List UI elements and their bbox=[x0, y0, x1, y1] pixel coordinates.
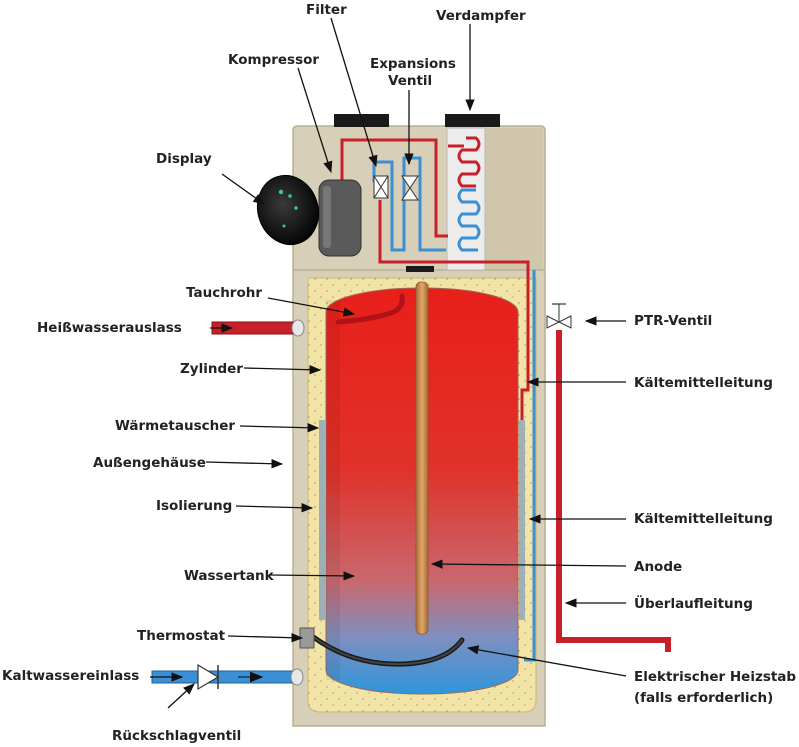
arrow-filter bbox=[330, 17, 378, 168]
refrigerant-circuit bbox=[318, 136, 536, 662]
evaporator-coil-lower bbox=[457, 188, 481, 252]
label-wassertank: Wassertank bbox=[184, 568, 275, 584]
arrow-kompressor bbox=[297, 67, 333, 174]
label-ptr-ventil: PTR-Ventil bbox=[634, 313, 712, 329]
label-rueckschlagventil: Rückschlagventil bbox=[112, 728, 241, 744]
label-heizstab-line2: (falls erforderlich) bbox=[634, 690, 773, 706]
arrow-zylinder bbox=[243, 365, 322, 375]
hot-outlet-fitting bbox=[291, 319, 305, 337]
label-kaeltemittelleitung-top: Kältemittelleitung bbox=[634, 375, 773, 391]
overflow-pipe bbox=[556, 330, 671, 652]
arrow-tauchrohr bbox=[267, 297, 356, 317]
display-led-3 bbox=[294, 206, 298, 210]
label-waermetauscher: Wärmetauscher bbox=[115, 418, 235, 434]
display-led-1 bbox=[278, 189, 284, 195]
label-anode: Anode bbox=[634, 559, 682, 575]
label-display: Display bbox=[156, 151, 212, 167]
cold-water-inlet bbox=[151, 663, 304, 691]
compressor-highlight bbox=[323, 186, 331, 248]
label-zylinder: Zylinder bbox=[180, 361, 243, 377]
coil-left bbox=[319, 420, 325, 620]
anode-rod bbox=[415, 281, 429, 635]
heat-exchanger-coils bbox=[319, 420, 525, 620]
hot-gas-line bbox=[340, 138, 530, 420]
heating-element-inner bbox=[311, 635, 463, 666]
sensor-bar bbox=[406, 266, 434, 272]
evaporator-coil bbox=[457, 136, 481, 188]
label-kaeltemittelleitung-bottom: Kältemittelleitung bbox=[634, 511, 773, 527]
label-ueberlaufleitung: Überlaufleitung bbox=[634, 594, 753, 612]
arrow-display bbox=[221, 173, 265, 205]
coil-right bbox=[519, 420, 525, 620]
top-vent-right bbox=[445, 114, 500, 127]
display-unit bbox=[256, 174, 320, 246]
label-heisswasserauslass: Heißwasserauslass bbox=[37, 320, 182, 336]
display-body bbox=[256, 174, 320, 246]
label-expansions-line1: Expansions bbox=[370, 56, 456, 72]
label-expansions-line2: Ventil bbox=[388, 73, 432, 89]
label-tauchrohr: Tauchrohr bbox=[186, 285, 262, 301]
label-thermostat: Thermostat bbox=[137, 628, 226, 644]
label-verdampfer: Verdampfer bbox=[436, 8, 526, 24]
label-kompressor: Kompressor bbox=[228, 52, 319, 68]
overflow-line bbox=[546, 303, 671, 652]
label-filter: Filter bbox=[306, 2, 347, 18]
ptr-valve bbox=[546, 303, 572, 329]
arrow-heizstab bbox=[466, 645, 627, 677]
filter-symbol bbox=[373, 175, 389, 199]
callout-arrows bbox=[150, 17, 627, 709]
label-aussengehaeuse: Außengehäuse bbox=[93, 455, 206, 471]
display-led-2 bbox=[288, 194, 292, 198]
arrow-isolierung bbox=[235, 503, 314, 513]
arrow-thermostat bbox=[227, 633, 304, 643]
arrow-aussengehaeuse bbox=[205, 459, 284, 469]
label-isolierung: Isolierung bbox=[156, 498, 232, 514]
upper-housing-side-panel bbox=[485, 128, 543, 270]
expansion-valve-symbol bbox=[401, 175, 419, 201]
thermostat-unit bbox=[299, 627, 315, 649]
arrow-wassertank bbox=[269, 571, 356, 581]
arrow-waermetauscher bbox=[239, 423, 320, 433]
arrow-rueckschlag bbox=[167, 683, 195, 709]
arrow-anode bbox=[430, 559, 627, 569]
tank-cylinder-shade bbox=[326, 300, 340, 680]
cold-inlet-fitting bbox=[290, 668, 304, 686]
dip-tube bbox=[335, 293, 405, 325]
display-led-4 bbox=[282, 224, 286, 228]
check-valve bbox=[197, 663, 220, 691]
evaporator-frame bbox=[446, 127, 486, 271]
label-kaltwassereinlass: Kaltwassereinlass bbox=[2, 668, 139, 684]
label-heizstab-line1: Elektrischer Heizstab bbox=[634, 669, 796, 685]
